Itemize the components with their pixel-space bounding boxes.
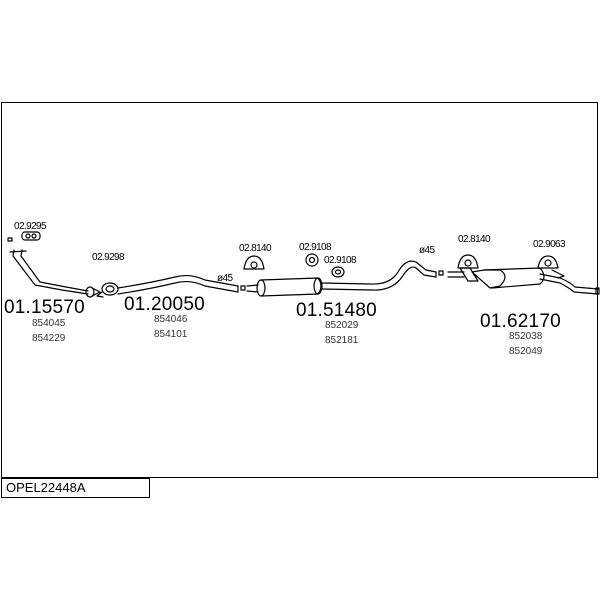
fitting-label: 02.9108 xyxy=(324,255,357,266)
front-downpipe xyxy=(7,237,101,298)
fitting-label: 02.9295 xyxy=(14,221,47,232)
intermediate-pipe xyxy=(117,274,239,295)
rubber-mount-icon xyxy=(243,255,265,270)
rubber-mount-icon xyxy=(457,254,479,269)
part-code: 852038 xyxy=(509,331,543,342)
gasket-icon xyxy=(21,231,41,241)
part-number: 01.62170 xyxy=(480,311,561,332)
part-code: 854229 xyxy=(32,333,66,344)
part-code: 854045 xyxy=(32,318,66,329)
part-code: 854101 xyxy=(154,329,188,340)
rear-silencer xyxy=(447,267,600,295)
fitting-label: 02.9063 xyxy=(533,239,566,250)
rubber-mount-icon xyxy=(537,255,565,279)
hanger-icon xyxy=(331,266,345,278)
middle-silencer xyxy=(246,260,437,297)
fitting-label: 02.9298 xyxy=(92,252,125,263)
hanger-icon xyxy=(305,253,319,267)
diagram-title: OPEL22448A xyxy=(1,478,150,498)
part-code: 852049 xyxy=(509,346,543,357)
part-number: 01.15570 xyxy=(4,297,85,318)
diameter-label: ø45 xyxy=(217,273,233,284)
diagram-frame xyxy=(1,102,598,478)
diameter-label: ø45 xyxy=(419,245,435,256)
part-code: 854046 xyxy=(154,314,188,325)
bracket-icon xyxy=(438,270,444,276)
fitting-label: 02.9108 xyxy=(299,242,332,253)
fitting-label: 02.8140 xyxy=(458,234,491,245)
part-number: 01.20050 xyxy=(124,294,205,315)
clamp-icon xyxy=(96,282,119,298)
part-number: 01.51480 xyxy=(296,300,377,321)
part-code: 852181 xyxy=(325,335,359,346)
part-code: 852029 xyxy=(325,320,359,331)
fitting-label: 02.8140 xyxy=(239,243,272,254)
bracket-icon xyxy=(240,285,246,291)
